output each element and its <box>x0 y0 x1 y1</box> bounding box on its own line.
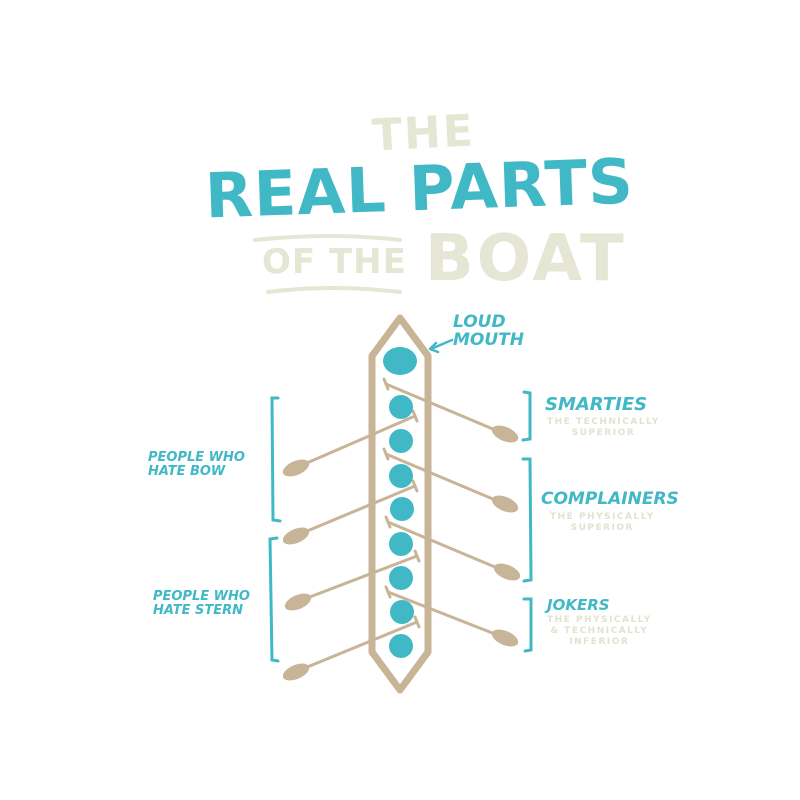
rower-seats <box>389 395 414 658</box>
swoosh-bottom <box>266 286 402 294</box>
title-boat: BOAT <box>425 222 627 296</box>
label-jokers: JOKERS <box>547 596 610 614</box>
sublabel-jokers: THE PHYSICALLY & TECHNICALLY INFERIOR <box>547 615 652 647</box>
label-hate-bow: PEOPLE WHO HATE BOW <box>148 450 245 479</box>
brackets <box>268 390 533 663</box>
oar-blades <box>282 425 521 681</box>
title-of-the: OF THE <box>262 242 407 282</box>
hull-outline <box>368 314 432 694</box>
sublabel-smarties: THE TECHNICALLY SUPERIOR <box>547 417 660 438</box>
label-smarties: SMARTIES <box>545 394 648 415</box>
label-hate-stern: PEOPLE WHO HATE STERN <box>153 589 250 618</box>
sublabel-complainers: THE PHYSICALLY SUPERIOR <box>550 512 655 533</box>
label-complainers: COMPLAINERS <box>541 489 679 509</box>
coxswain-seat <box>383 347 417 375</box>
label-loud-mouth: LOUD MOUTH <box>453 312 524 350</box>
swoosh-top <box>253 234 402 242</box>
oars <box>298 382 504 672</box>
